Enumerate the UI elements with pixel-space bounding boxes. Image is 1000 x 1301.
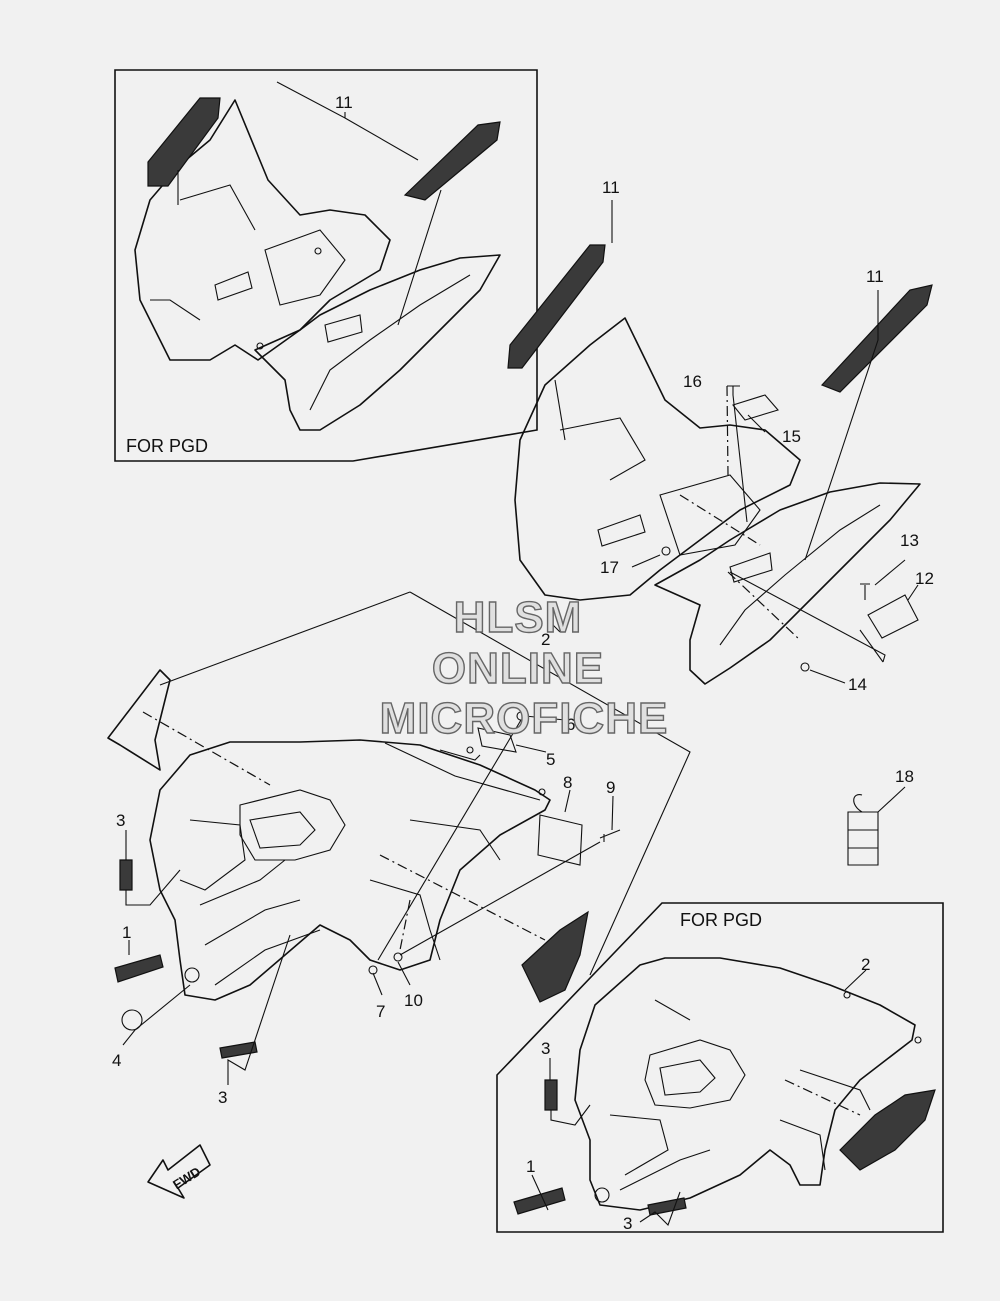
decal-3-left: [119, 859, 133, 891]
callout-1-box: 1: [526, 1157, 535, 1176]
tag-18: 18: [847, 767, 914, 866]
bolt-13: [860, 583, 870, 600]
plate-8: [537, 814, 583, 866]
decal-11-left: [147, 97, 221, 187]
callout-16: 16: [683, 372, 702, 391]
emblem-4: [121, 1009, 143, 1031]
callout-13: 13: [900, 531, 919, 550]
decal-11-mid: [507, 244, 606, 369]
fwd-label: FWD: [170, 1164, 203, 1192]
pgd-front-fender-box: FOR PGD 2 3 1 3: [496, 902, 944, 1233]
clip-14: [800, 662, 810, 672]
callout-15: 15: [782, 427, 801, 446]
callout-3-left: 3: [116, 811, 125, 830]
callout-11-top: 11: [335, 93, 353, 112]
watermark: HLSM ONLINE MICROFICHE: [379, 592, 669, 743]
callout-3-box: 3: [541, 1039, 550, 1058]
decal-11-right: [403, 121, 501, 201]
decal-3-pgd: [544, 1079, 558, 1111]
plate-5: [477, 727, 517, 753]
nut-7: [368, 965, 378, 975]
callout-1-left: 1: [122, 923, 131, 942]
decal-1-pgd: [513, 1187, 566, 1215]
callout-3-box-low: 3: [623, 1214, 632, 1233]
decal-6-side-pgd: [839, 1089, 936, 1171]
callout-18: 18: [895, 767, 914, 786]
nut-17: [661, 546, 671, 556]
callout-9: 9: [606, 778, 615, 797]
decal-6-side: [521, 910, 589, 1003]
bolt-9: [599, 829, 621, 842]
front-fender-assembly: 3 1 4 3 7 10 6 5 8 9: [107, 591, 691, 1107]
watermark-line-3: MICROFICHE: [380, 694, 669, 743]
decal-1: [114, 954, 164, 983]
plate-12: [867, 594, 919, 639]
watermark-line-2: ONLINE: [432, 644, 604, 693]
fwd-arrow: FWD: [147, 1144, 211, 1199]
callout-2-mid: 2: [541, 630, 550, 649]
watermark-line-1: HLSM: [454, 593, 583, 642]
bolt-16: [727, 385, 740, 395]
callout-8: 8: [563, 773, 572, 792]
pgd-box-label: FOR PGD: [126, 436, 208, 456]
collar-10: [393, 952, 403, 962]
callout-4: 4: [112, 1051, 121, 1070]
callout-17: 17: [600, 558, 619, 577]
decal-3-low: [219, 1041, 258, 1059]
callout-12: 12: [915, 569, 934, 588]
pgd-front-box-label: FOR PGD: [680, 910, 762, 930]
plate-15: [732, 394, 779, 421]
callout-3-low: 3: [218, 1088, 227, 1107]
callout-10: 10: [404, 991, 423, 1010]
callout-5: 5: [546, 750, 555, 769]
callout-2-box: 2: [861, 955, 870, 974]
pgd-rear-fender-box: FOR PGD 11: [114, 69, 538, 462]
callout-14: 14: [848, 675, 867, 694]
decal-11-right-side: [820, 284, 933, 393]
rear-fender-assembly: 11 11 16 15 13 12 17 14 2: [507, 178, 934, 694]
callout-6: 6: [566, 715, 575, 734]
callout-11-right: 11: [866, 267, 884, 286]
callout-11-mid: 11: [602, 178, 620, 197]
callout-7: 7: [376, 1002, 385, 1021]
